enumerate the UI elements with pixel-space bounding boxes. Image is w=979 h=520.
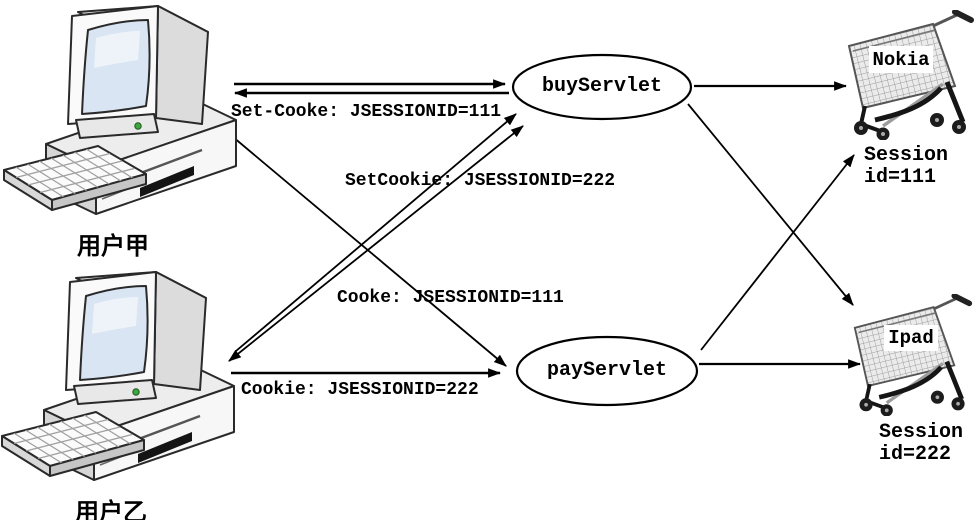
arrow-buyservlet-to-ipad-cart bbox=[687, 103, 854, 306]
arrow-cooke-111-request bbox=[232, 136, 507, 367]
pay-servlet-label: payServlet bbox=[546, 359, 668, 382]
pay-servlet-node bbox=[515, 335, 699, 407]
user-a-label: 用户甲 bbox=[77, 233, 149, 260]
arrow-payservlet-to-session-111 bbox=[700, 154, 855, 351]
shopping-cart-nokia bbox=[849, 12, 971, 141]
computer-user-a bbox=[4, 6, 236, 214]
user-b-label: 用户乙 bbox=[75, 499, 147, 520]
message-set-cooke-111: Set-Cooke: JSESSIONID=111 bbox=[231, 102, 502, 122]
session-id-222: Session id=222 bbox=[879, 421, 964, 466]
cart-product-ipad: Ipad bbox=[884, 325, 938, 351]
buy-servlet-label: buyServlet bbox=[541, 75, 663, 98]
message-set-cookie-222: SetCookie: JSESSIONID=222 bbox=[345, 171, 616, 191]
arrow-user-b-request bbox=[235, 113, 517, 352]
arrow-set-cookie-222-response bbox=[228, 125, 524, 362]
message-cookie-222: Cookie: JSESSIONID=222 bbox=[241, 380, 479, 400]
arrows bbox=[228, 79, 862, 378]
computer-user-b bbox=[2, 272, 234, 480]
buy-servlet-node bbox=[511, 53, 693, 121]
shopping-cart-ipad bbox=[855, 296, 969, 417]
session-id-111: Session id=111 bbox=[864, 144, 949, 189]
message-cooke-111: Cooke: JSESSIONID=111 bbox=[337, 288, 564, 308]
cart-product-nokia: Nokia bbox=[869, 46, 933, 73]
